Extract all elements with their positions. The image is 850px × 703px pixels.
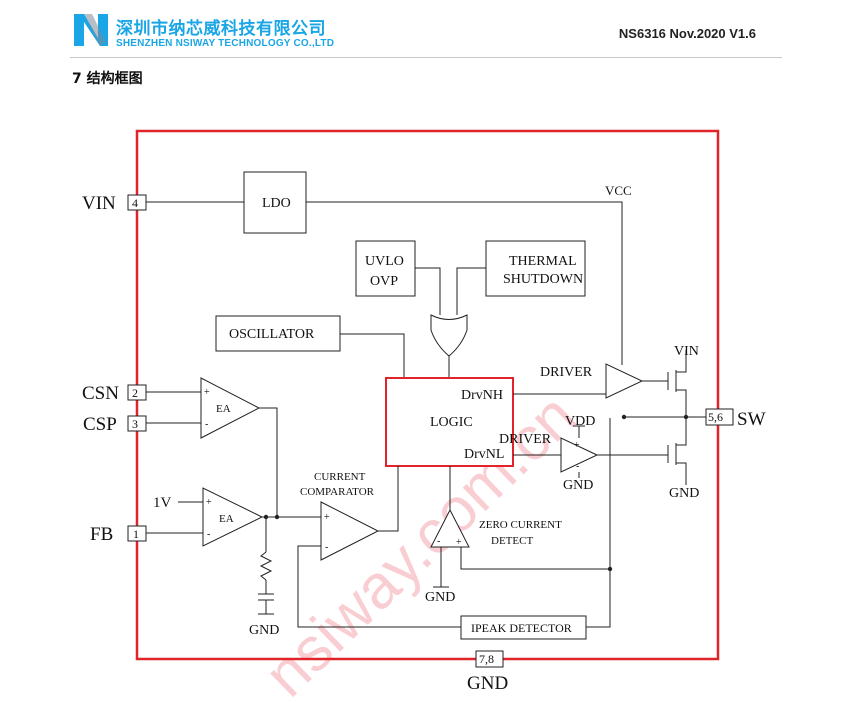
pin-number-csp: 3: [132, 417, 138, 431]
ldo-label: LDO: [262, 196, 291, 211]
section-title: 7 结构框图: [72, 71, 143, 87]
drv-low-plus: +: [574, 440, 580, 451]
thermal-label: THERMAL: [509, 254, 577, 269]
pin-label-gnd: GND: [467, 673, 508, 694]
comparator-label: COMPARATOR: [300, 486, 375, 498]
header-divider: [70, 57, 782, 58]
ref-1v-label: 1V: [153, 495, 172, 511]
uvlo-label: UVLO: [365, 254, 404, 269]
ea2-label: EA: [219, 513, 234, 525]
vdd-label: VDD: [565, 414, 595, 429]
document-version: NS6316 Nov.2020 V1.6: [618, 26, 756, 41]
pin-label-vin: VIN: [82, 193, 116, 214]
zc-minus: -: [437, 536, 440, 547]
ea1-minus: -: [205, 419, 208, 430]
drvnl-label: DrvNL: [464, 447, 504, 462]
ea2-amplifier: [202, 487, 264, 547]
pin-number-fb: 1: [133, 527, 139, 541]
pin-box-gnd: [475, 650, 504, 668]
ea2-minus: -: [207, 529, 210, 540]
pin-label-csn: CSN: [82, 383, 119, 404]
cc-plus: +: [324, 512, 330, 523]
shutdown-label: SHUTDOWN: [503, 272, 583, 287]
page-header: 深圳市纳芯威科技有限公司 SHENZHEN NSIWAY TECHNOLOGY …: [0, 0, 850, 62]
logic-block: [385, 377, 514, 467]
current-label: CURRENT: [314, 471, 366, 483]
zc-plus: +: [456, 537, 462, 548]
vin-top-label: VIN: [674, 344, 699, 359]
company-name-cn: 深圳市纳芯威科技有限公司: [116, 19, 326, 39]
zero-current-label: ZERO CURRENT: [479, 519, 562, 531]
pin-box-sw: [705, 408, 734, 426]
pin-number-vin: 4: [132, 196, 138, 210]
pin-label-sw: SW: [737, 409, 766, 430]
gnd-mosfet-label: GND: [669, 486, 699, 501]
gnd-comp-label: GND: [249, 623, 279, 638]
oscillator-block: [215, 315, 341, 352]
ovp-label: OVP: [370, 274, 398, 289]
logic-label: LOGIC: [430, 415, 473, 430]
driver-high-buffer: [605, 363, 644, 399]
driver-high-label: DRIVER: [540, 365, 593, 380]
pin-number-gnd: 7,8: [479, 652, 494, 666]
gnd-zero-label: GND: [425, 590, 455, 605]
ea2-plus: +: [206, 497, 212, 508]
gnd-driver-label: GND: [563, 478, 593, 493]
thermal-shutdown-block: [485, 240, 586, 297]
pin-number-sw: 5,6: [708, 410, 723, 424]
drv-low-minus: -: [576, 461, 579, 472]
company-name-en: SHENZHEN NSIWAY TECHNOLOGY CO.,LTD: [116, 38, 335, 49]
vcc-label: VCC: [605, 183, 632, 198]
driver-low-label: DRIVER: [499, 432, 552, 447]
driver-low-buffer: [560, 437, 599, 473]
or-gate: [430, 314, 468, 357]
oscillator-label: OSCILLATOR: [229, 327, 315, 342]
ea1-amplifier: [200, 377, 261, 439]
ea1-label: EA: [216, 403, 231, 415]
drvnh-label: DrvNH: [461, 388, 503, 403]
pin-label-fb: FB: [90, 524, 113, 545]
cc-minus: -: [325, 542, 328, 553]
detect-label: DETECT: [491, 535, 533, 547]
ipeak-label: IPEAK DETECTOR: [471, 621, 572, 635]
zero-current-comparator: [430, 508, 470, 548]
pin-number-csn: 2: [132, 386, 138, 400]
ea1-plus: +: [204, 387, 210, 398]
company-logo: [74, 14, 108, 46]
pin-label-csp: CSP: [83, 414, 117, 435]
current-comparator: [320, 501, 380, 561]
